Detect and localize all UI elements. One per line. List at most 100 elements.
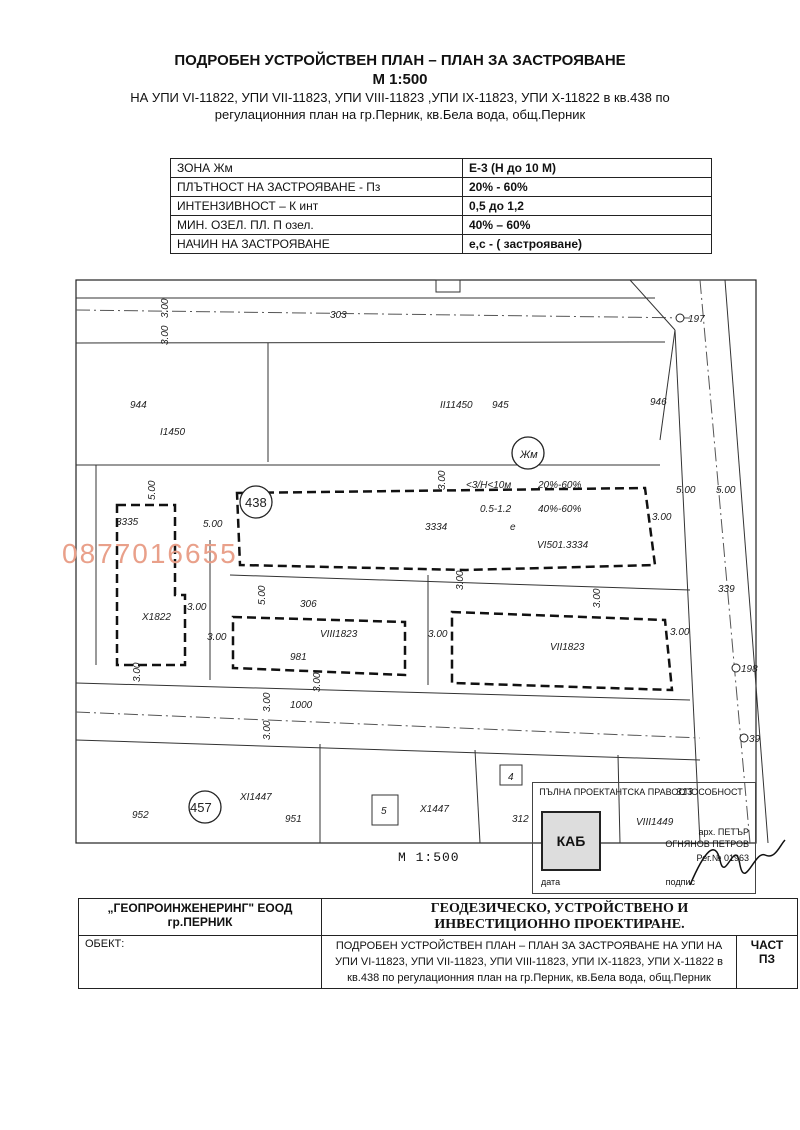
- param-value: Е-3 (Н до 10 М): [462, 158, 712, 178]
- point-label: 39: [749, 734, 761, 745]
- parcel-label: 981: [290, 652, 307, 663]
- dimension-label: 3.00: [262, 692, 273, 712]
- parcel-label: 3334: [425, 522, 448, 533]
- dimension-label: 3.00: [652, 512, 672, 523]
- build-zone-vii: [450, 610, 674, 692]
- upi-label: VIII1449: [636, 817, 674, 828]
- street-edge: [75, 682, 691, 701]
- stamp-logo-icon: КАБ: [541, 811, 601, 871]
- street-edge: [659, 329, 676, 441]
- plan-title: ПОДРОБЕН УСТРОЙСТВЕН ПЛАН – ПЛАН ЗА ЗАСТ…: [174, 52, 626, 69]
- dimension-label: 5.00: [257, 585, 268, 605]
- dimension-label: 5.00: [676, 485, 696, 496]
- parcel-boundary: [617, 754, 621, 844]
- survey-point: [739, 733, 749, 743]
- dimension-label: 3.00: [592, 588, 603, 608]
- department-line: ГЕОДЕЗИЧЕСКО, УСТРОЙСТВЕНО И: [430, 901, 689, 916]
- part-cell: ЧАСТ ПЗ: [736, 935, 798, 989]
- param-value: 40% – 60%: [462, 215, 712, 235]
- param-label: НАЧИН НА ЗАСТРОЯВАНЕ: [170, 234, 463, 254]
- parcel-boundary: [474, 749, 481, 844]
- survey-point: [731, 663, 741, 673]
- stamp-line: ОГНЯНОВ ПЕТРОВ: [665, 839, 749, 849]
- upi-label: XI1447: [239, 792, 272, 803]
- parcel-boundary: [229, 574, 691, 591]
- company-city: гр.ПЕРНИК: [167, 915, 233, 929]
- param-value: е,с - ( застрояване): [462, 234, 712, 254]
- zone-circle: [511, 436, 545, 470]
- param-value: 0,5 до 1,2: [462, 196, 712, 216]
- dimension-label: 3.00: [437, 470, 448, 490]
- zone-label: Жм: [519, 449, 538, 461]
- parcel-label: 951: [285, 814, 302, 825]
- dimension-label: 3.00: [670, 627, 690, 638]
- street-axis: [75, 711, 701, 739]
- street-edge: [75, 341, 666, 344]
- department-line: ИНВЕСТИЦИОННО ПРОЕКТИРАНЕ.: [434, 917, 685, 932]
- stamp-date: дата: [541, 877, 561, 887]
- param-label: ЗОНА Жм: [170, 158, 463, 178]
- street-axis: [699, 279, 751, 844]
- object-label: ОБЕКТ:: [78, 935, 322, 989]
- street-edge: [629, 279, 676, 331]
- rule-label: 0.5-1.2: [480, 504, 512, 515]
- object-line: кв.438 по регулационния план на гр.Перни…: [347, 972, 711, 984]
- dimension-label: 5.00: [203, 519, 223, 530]
- cadastral-plan-drawing: 303 197 198 39 944 I1450 II11450 945 946…: [75, 279, 769, 844]
- plan-subtitle-2: регулационния план на гр.Перник, кв.Бела…: [214, 107, 586, 122]
- dimension-label: 3.00: [262, 720, 273, 740]
- dimension-label: 3.00: [160, 298, 171, 318]
- building-label: 5: [381, 806, 387, 817]
- build-zone-vi: [235, 486, 657, 572]
- parcel-label: 3335: [116, 517, 139, 528]
- dimension-label: 3.00: [312, 672, 323, 692]
- param-row: МИН. ОЗЕЛ. ПЛ. П озел.40% – 60%: [170, 215, 712, 235]
- handwritten-signature: [689, 839, 786, 886]
- plan-frame: [75, 279, 757, 844]
- block-438-circle: [239, 485, 273, 519]
- street-label: 303: [330, 310, 347, 321]
- company-name: „ГЕОПРОИНЖЕНЕРИНГ" ЕООД: [107, 901, 293, 915]
- dimension-label: 5.00: [716, 485, 736, 496]
- upi-label: VI501.3334: [537, 540, 589, 551]
- dimension-label: 3.00: [428, 629, 448, 640]
- dimension-label: 3.00: [207, 632, 227, 643]
- dimension-label: 3.00: [455, 570, 466, 590]
- parcel-label: 339: [718, 584, 735, 595]
- stamp-line: Рег.№ 01963: [696, 853, 749, 863]
- build-zone-viii: [231, 615, 407, 677]
- object-line: УПИ VI-11823, УПИ VII-11823, УПИ VIII-11…: [335, 956, 723, 968]
- block-label: 457: [190, 800, 212, 815]
- part-label: ЧАСТ: [750, 938, 784, 952]
- parcel-label: 306: [300, 599, 317, 610]
- upi-label: VIII1823: [320, 629, 358, 640]
- street-label: 1000: [290, 700, 313, 711]
- parcel-label: 945: [492, 400, 509, 411]
- object-description: ПОДРОБЕН УСТРОЙСТВЕН ПЛАН – ПЛАН ЗА ЗАСТ…: [321, 935, 737, 989]
- dimension-label: 3.00: [132, 662, 143, 682]
- dimension-label: 3.00: [187, 602, 207, 613]
- department-cell: ГЕОДЕЗИЧЕСКО, УСТРОЙСТВЕНО И ИНВЕСТИЦИОН…: [321, 898, 798, 936]
- small-building: [435, 279, 461, 293]
- title-block: „ГЕОПРОИНЖЕНЕРИНГ" ЕООД гр.ПЕРНИК ГЕОДЕЗ…: [78, 898, 798, 989]
- parcel-label: 952: [132, 810, 149, 821]
- stamp-line: арх. ПЕТЪР: [698, 827, 749, 837]
- parcel-label: 946: [650, 397, 667, 408]
- drawing-scale: М 1:500: [398, 850, 460, 865]
- company-cell: „ГЕОПРОИНЖЕНЕРИНГ" ЕООД гр.ПЕРНИК: [78, 898, 322, 936]
- rule-label: е: [510, 522, 516, 533]
- street-edge: [75, 739, 701, 761]
- parcel-label: 944: [130, 400, 147, 411]
- rule-label: 40%-60%: [538, 504, 581, 515]
- stamp-sign: подпис: [665, 877, 695, 887]
- upi-label: X1447: [419, 804, 449, 815]
- param-value: 20% - 60%: [462, 177, 712, 197]
- parcel-label: 312: [512, 814, 529, 825]
- point-label: 198: [741, 664, 758, 675]
- upi-label: II11450: [440, 400, 473, 411]
- build-zone-x: [115, 503, 187, 667]
